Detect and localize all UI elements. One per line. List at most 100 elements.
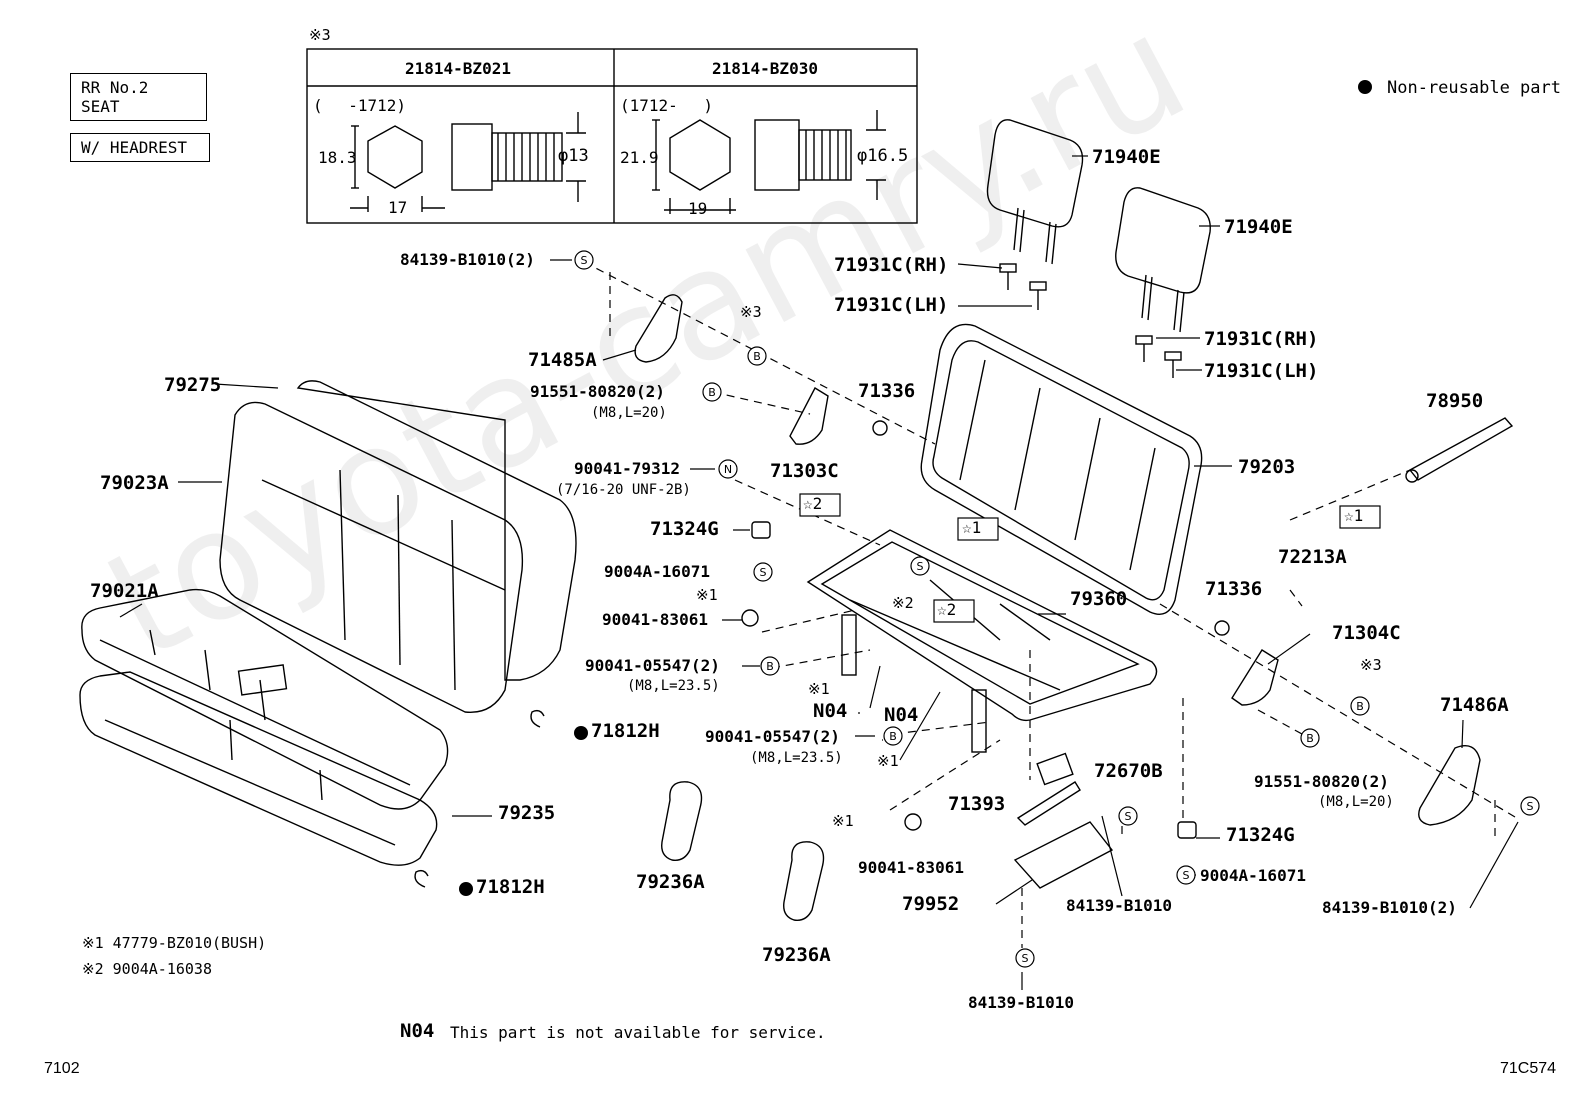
lock-assy — [1036, 752, 1074, 786]
callout-90041-05547-bot-sub: (M8,L=23.5) — [750, 750, 843, 766]
hinge-cover-left — [634, 294, 683, 363]
strap — [1408, 417, 1514, 481]
svg-text:S: S — [581, 254, 588, 267]
table-col1-height: 18.3 — [318, 148, 357, 167]
hex-head-large — [669, 119, 731, 191]
callout-72213A: 72213A — [1278, 546, 1347, 568]
hinge-cover-a — [661, 781, 703, 861]
callout-71336-a: 71336 — [858, 380, 916, 402]
callout-ref1-d: ※1 — [832, 812, 854, 830]
legend-dot — [1358, 80, 1372, 94]
callout-79236A-b: 79236A — [762, 944, 831, 966]
lock-cover — [1013, 821, 1114, 889]
callout-71324G-right: 71324G — [1226, 824, 1295, 846]
callout-ref3-top: ※3 — [740, 303, 762, 321]
callout-ref3-right: ※3 — [1360, 656, 1382, 674]
callout-n04-a: N04 — [813, 700, 848, 722]
table-col1-part: 21814-BZ021 — [405, 59, 511, 78]
callout-71931C-lh-b: 71931C(LH) — [1204, 360, 1319, 382]
svg-text:S: S — [1022, 952, 1029, 965]
callout-79203: 79203 — [1238, 456, 1296, 478]
svg-text:B: B — [889, 730, 897, 743]
bush-71324G-right — [1177, 821, 1197, 839]
svg-text:B: B — [753, 350, 761, 363]
callout-79952: 79952 — [902, 893, 960, 915]
callout-84139-top: 84139-B1010(2) — [400, 250, 535, 269]
seat-cushion-frame — [806, 529, 1158, 722]
callout-79235: 79235 — [498, 802, 556, 824]
callout-71812H-b: 71812H — [476, 876, 545, 898]
callout-71931C-lh-a: 71931C(LH) — [834, 294, 949, 316]
callout-71486A: 71486A — [1440, 694, 1509, 716]
nut-90041-83061-bot — [904, 813, 922, 831]
seat-label-box: RR No.2 SEAT — [70, 73, 207, 121]
callout-star1-a: ☆1 — [1344, 506, 1364, 525]
callout-ref1-b: ※1 — [808, 680, 830, 698]
headrest-2 — [1115, 187, 1211, 294]
callout-71940E-b: 71940E — [1224, 216, 1293, 238]
table-col2-width: 19 — [688, 199, 708, 218]
hinge-cover-right — [1418, 745, 1481, 826]
callout-ref2-a: ※2 — [892, 594, 914, 612]
callout-78950: 78950 — [1426, 390, 1484, 412]
footnote-n04-text: This part is not available for service. — [450, 1023, 826, 1042]
callout-91551-left: 91551-80820(2) — [530, 382, 665, 401]
callout-71324G-left: 71324G — [650, 518, 719, 540]
spec-table-frame — [306, 48, 918, 224]
seat-back-cover — [219, 401, 524, 714]
footer-left-code: 7102 — [44, 1060, 80, 1077]
table-col1-width: 17 — [388, 198, 408, 217]
svg-text:S: S — [1183, 869, 1190, 882]
callout-71931C-rh-a: 71931C(RH) — [834, 254, 949, 276]
callout-71393: 71393 — [948, 793, 1006, 815]
hinge-bracket-left — [789, 387, 829, 445]
callout-71303C: 71303C — [770, 460, 839, 482]
bush-71324G-left — [751, 521, 771, 539]
callout-91551-right-sub: (M8,L=20) — [1318, 794, 1394, 810]
callout-90041-05547-top: 90041-05547(2) — [585, 656, 720, 675]
callout-9004A-16071-left: 9004A-16071 — [604, 562, 710, 581]
callout-n04-b: N04 — [884, 704, 919, 726]
option-label-box: W/ HEADREST — [70, 133, 210, 162]
callout-72670B: 72670B — [1094, 760, 1163, 782]
release-lever — [1016, 781, 1081, 826]
svg-text:S: S — [1125, 810, 1132, 823]
callout-90041-05547-bot: 90041-05547(2) — [705, 727, 840, 746]
hex-head-small — [367, 125, 423, 189]
svg-text:B: B — [1356, 700, 1364, 713]
callout-91551-left-sub: (M8,L=20) — [591, 405, 667, 421]
callout-star2-b: ☆2 — [937, 600, 957, 619]
callout-71304C: 71304C — [1332, 622, 1401, 644]
callout-71812H-a: 71812H — [591, 720, 660, 742]
callout-91551-right: 91551-80820(2) — [1254, 772, 1389, 791]
callout-79021A: 79021A — [90, 580, 159, 602]
callout-71485A: 71485A — [528, 349, 597, 371]
callout-90041-83061-bot: 90041-83061 — [858, 858, 964, 877]
callout-84139-mid: 84139-B1010 — [1066, 896, 1172, 915]
hog-ring-1 — [530, 709, 545, 728]
table-col2-part: 21814-BZ030 — [712, 59, 818, 78]
table-col2-diameter: φ16.5 — [857, 146, 909, 166]
table-col1-diameter: φ13 — [558, 146, 589, 166]
washer-71336-a — [872, 420, 888, 436]
nut-90041-83061-left — [741, 609, 759, 627]
footer-right-code: 71C574 — [1500, 1060, 1557, 1077]
callout-90041-05547-top-sub: (M8,L=23.5) — [627, 678, 720, 694]
callout-71931C-rh-b: 71931C(RH) — [1204, 328, 1319, 350]
callout-9004A-16071-right: 9004A-16071 — [1200, 866, 1306, 885]
seat-back-rear — [296, 380, 577, 681]
footnote-ref2: ※2 9004A-16038 — [82, 960, 212, 978]
seat-cushion-pad — [79, 671, 438, 866]
table-col1-range: ( -1712) — [313, 96, 407, 115]
callout-71940E-a: 71940E — [1092, 146, 1161, 168]
table-col2-height: 21.9 — [620, 148, 659, 167]
callout-star2-a: ☆2 — [803, 494, 823, 513]
callout-84139-bot: 84139-B1010 — [968, 993, 1074, 1012]
callout-79360: 79360 — [1070, 588, 1128, 610]
callout-79023A: 79023A — [100, 472, 169, 494]
footnote-n04-code: N04 — [400, 1020, 435, 1042]
seat-back-frame — [920, 323, 1203, 615]
svg-text:S: S — [917, 560, 924, 573]
callout-90041-83061-left: 90041-83061 — [602, 610, 708, 629]
